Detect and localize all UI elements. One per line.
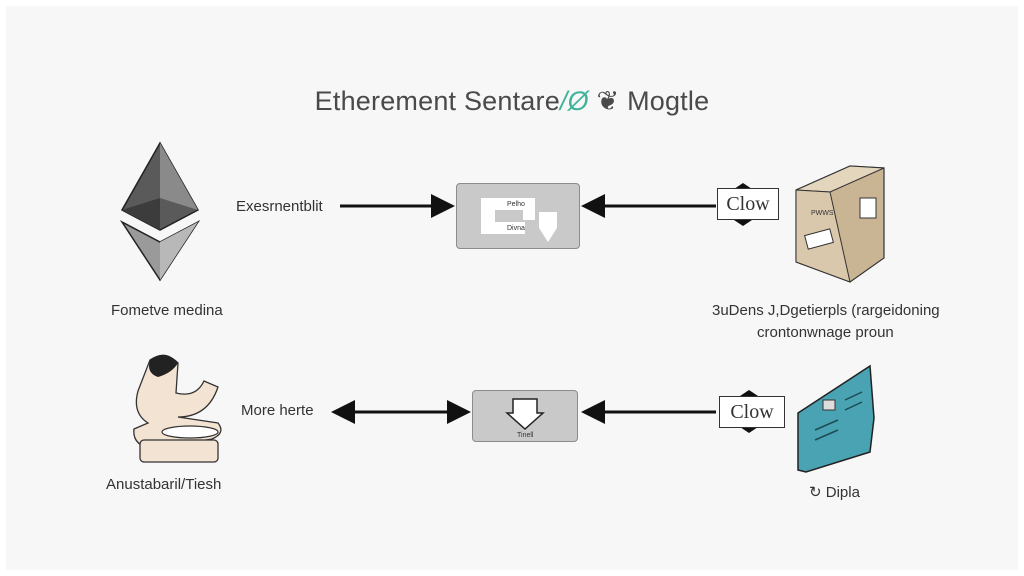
clow-tag-row1[interactable]: Clow bbox=[717, 188, 779, 220]
tag-row2-diamond-bottom bbox=[740, 427, 758, 433]
tag-row1-diamond-bottom bbox=[734, 220, 752, 226]
server-box-icon: PWWS bbox=[795, 165, 885, 283]
caption-server-line2: crontonwnage proun bbox=[757, 324, 894, 341]
arrow-label-row1: Exesrnentblit bbox=[236, 198, 323, 215]
display-panel-icon bbox=[797, 364, 875, 473]
title-prefix: Etherement Sentare bbox=[314, 86, 560, 116]
server-box-label: PWWS bbox=[811, 210, 834, 217]
tag-row2-diamond-top bbox=[740, 390, 758, 396]
diagram-title: Etherement Sentare/Ø ❦ Mogtle bbox=[0, 86, 1024, 117]
caption-display-text: Dipla bbox=[825, 484, 860, 501]
ethereum-diamond-icon bbox=[119, 141, 201, 282]
tag-row1-diamond-top bbox=[734, 183, 752, 189]
shield-arrow-icon: Tinell bbox=[505, 398, 545, 439]
leaf-icon: ❦ bbox=[596, 86, 620, 116]
refresh-icon: ↻ bbox=[809, 484, 822, 501]
caption-ethereum: Fometve medina bbox=[111, 302, 223, 319]
clow-tag-row2[interactable]: Clow bbox=[719, 396, 785, 428]
arrow-label-row2: More herte bbox=[241, 402, 314, 419]
process-box-row1-bottom-text: Divna bbox=[507, 225, 525, 232]
person-writing-icon bbox=[133, 354, 222, 463]
title-glyph: /Ø bbox=[559, 86, 589, 116]
process-box-row2-text: Tinell bbox=[517, 432, 534, 439]
caption-display: ↻ Dipla bbox=[809, 483, 860, 501]
caption-person: Anustabaril/Tiesh bbox=[106, 476, 222, 493]
process-box-row2[interactable]: Tinell bbox=[472, 390, 578, 442]
caption-server-line1: 3uDens J,Dgetierpls (rargeidoning bbox=[712, 302, 940, 319]
flow-arrow-icon: Pelho Divna bbox=[481, 198, 557, 242]
title-suffix: Mogtle bbox=[627, 86, 710, 116]
diagram-canvas bbox=[6, 6, 1018, 570]
process-box-row1-top-text: Pelho bbox=[507, 201, 525, 208]
process-box-row1[interactable]: Pelho Divna bbox=[456, 183, 580, 249]
